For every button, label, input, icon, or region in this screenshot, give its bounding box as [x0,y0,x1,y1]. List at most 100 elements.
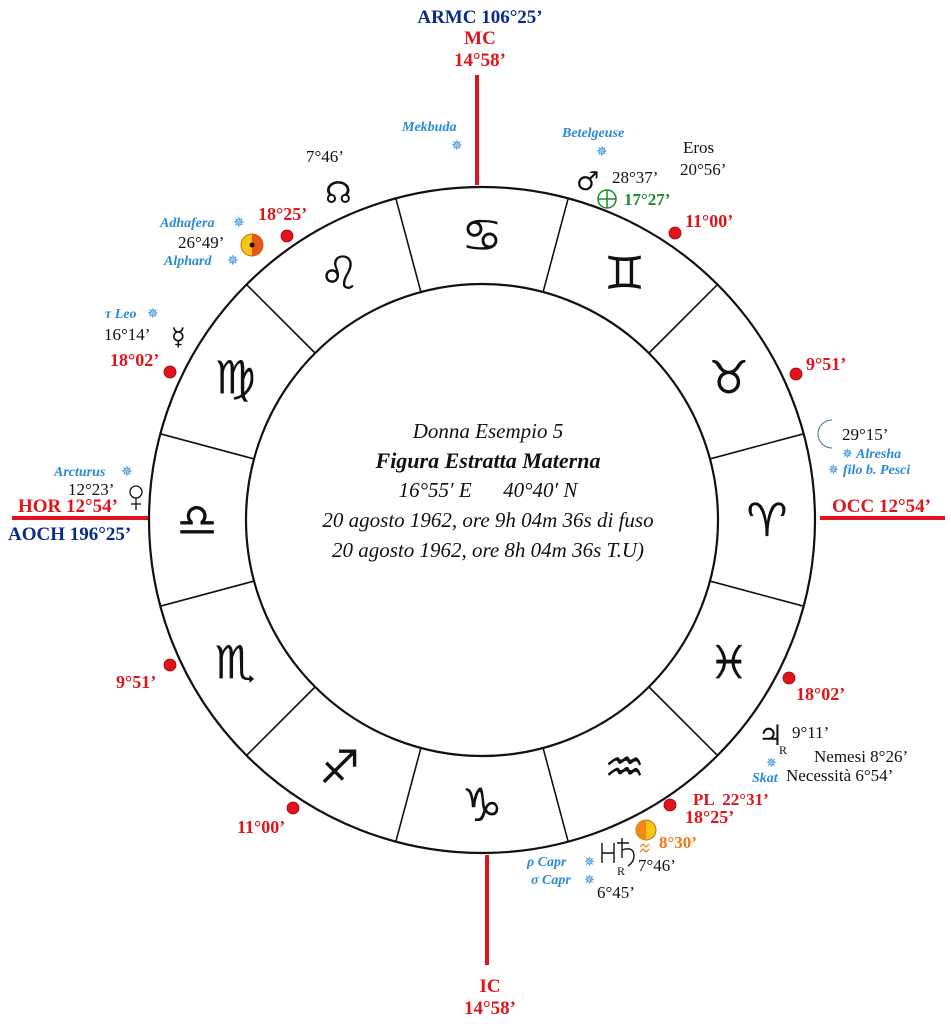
sign-glyphs: ♋ ♌ ♍ ♎ ♏ ♐ ♑ ♒ ♓ ♈ ♉ ♊ [176,208,787,832]
cusp-dot-scorpio [163,658,177,672]
north-node-icon: ☊ [325,176,352,211]
star-icon: ✵ [451,138,463,154]
jupiter-retro: R [779,743,787,757]
star-filo-label: filo b. Pesci [843,463,910,478]
cusp-dot-leo [280,229,294,243]
moon-icon [129,485,143,510]
sign-taurus-icon: ♉ [708,351,749,405]
star-icon: ✵ [828,463,839,478]
sign-capricorn-icon: ♑ [461,778,502,832]
center-line-5: 20 agosto 1962, ore 8h 04m 36s T.U) [332,538,644,562]
jupiter-degree: 9°11’ [792,723,829,742]
sign-aquarius-icon: ♒ [604,740,645,794]
cusp-dot-pisces [782,671,796,685]
ic-degree: 14°58’ [464,998,516,1019]
sign-divider [709,433,804,460]
uranus-icon [601,843,615,863]
earth-icon [597,189,617,209]
star-adhafera-label: Adhafera [159,216,214,231]
star-icon: ✵ [766,756,777,771]
mc-label: MC [464,28,496,49]
mars-degree: 28°37’ [612,168,658,187]
hor-label: HOR 12°54’ [18,496,118,517]
occ-label: OCC 12°54’ [832,496,931,517]
sign-divider [709,580,804,607]
cusp-label-virgo: 18°02’ [110,350,159,370]
sign-libra-icon: ♎ [176,493,217,547]
sign-leo-icon: ♌ [319,246,360,300]
sign-pisces-icon: ♓ [708,636,749,690]
mercury-icon: ☿ [171,323,186,351]
aquarius-mini-icon [639,843,650,853]
sign-divider [245,686,316,757]
eros-degree: 20°56’ [680,160,726,179]
outer-ring [147,185,817,855]
cusp-label-leo: 18°25’ [258,204,307,224]
star-tau-leo-label: τ Leo [105,307,136,322]
mc-degree: 14°58’ [454,50,506,71]
cusp-label-scorpio: 9°51’ [116,672,156,692]
star-icon: ✵ [596,144,608,160]
node-degree: 7°46’ [306,147,344,166]
center-line-2: Figura Estratta Materna [375,448,601,473]
star-skat-label: Skat [752,771,779,786]
moon-crescent-icon [817,419,833,449]
sign-aries-icon: ♈ [746,493,787,547]
cusp-dot-virgo [163,365,177,379]
sign-dividers [160,198,804,842]
star-alresha-label: Alresha [855,447,901,462]
sign-divider [648,283,719,354]
star-icon: ✵ [233,215,245,231]
sign-divider [648,686,719,757]
saturn-degree: 6°45’ [597,883,635,902]
mercury-degree: 16°14’ [104,325,150,344]
center-line-1: Donna Esempio 5 [412,419,564,443]
sun-aq-degree: 8°30’ [659,833,697,852]
cusp-label-gemini: 11°00’ [685,211,733,231]
cusp-dot-aquarius [663,798,677,812]
sign-virgo-icon: ♍ [215,351,256,405]
sign-divider [160,580,255,607]
eros-label: Eros [683,138,714,157]
sign-sagittarius-icon: ♐ [319,740,360,794]
necessita-label: Necessità 6°54’ [786,766,893,785]
inner-ring [244,282,720,758]
earth-degree: 17°27’ [624,190,670,209]
moon-libra-degree: 12°23’ [68,480,114,499]
cusp-dots [163,226,803,815]
center-line-3: 16°55′ E 40°40′ N [399,478,579,502]
aoch-label: AOCH 196°25’ [8,524,131,545]
star-sigma-capr-label: σ Capr [531,873,571,888]
sign-gemini-icon: ♊ [604,246,645,300]
star-icon: ✵ [584,873,595,888]
star-rho-capr-label: ρ Capr [526,855,567,870]
uranus-retro: R [617,864,625,878]
star-arcturus-label: Arcturus [53,465,106,480]
uranus-degree: 7°46’ [638,856,676,875]
center-text: Donna Esempio 5 Figura Estratta Materna … [322,419,653,562]
jupiter-icon: ♃ [758,719,783,752]
star-icon: ✵ [227,253,239,269]
sign-divider [542,198,569,293]
cusp-label-sagittarius: 11°00’ [237,817,285,837]
cusp-dot-sagittarius [286,801,300,815]
ic-label: IC [479,976,500,997]
star-icon: ✵ [121,464,133,480]
sign-divider [245,283,316,354]
sun-leo-degree: 26°49’ [178,233,224,252]
sign-cancer-icon: ♋ [461,208,502,262]
nemesi-label: Nemesi 8°26’ [814,747,908,766]
sign-scorpio-icon: ♏ [215,636,256,690]
star-alphard-label: Alphard [163,254,212,269]
mars-icon: ♂ [576,167,599,197]
star-icon: ✵ [584,855,595,870]
star-mekbuda-label: Mekbuda [401,120,456,135]
star-icon: ✵ [842,447,853,462]
sign-divider [395,747,422,842]
cusp-dot-taurus [789,367,803,381]
cusp-dot-gemini [668,226,682,240]
cusp-label-pisces: 18°02’ [796,684,845,704]
armc-label: ARMC 106°25’ [417,7,542,28]
star-betelgeuse-label: Betelgeuse [561,126,624,141]
saturn-icon [617,838,635,867]
